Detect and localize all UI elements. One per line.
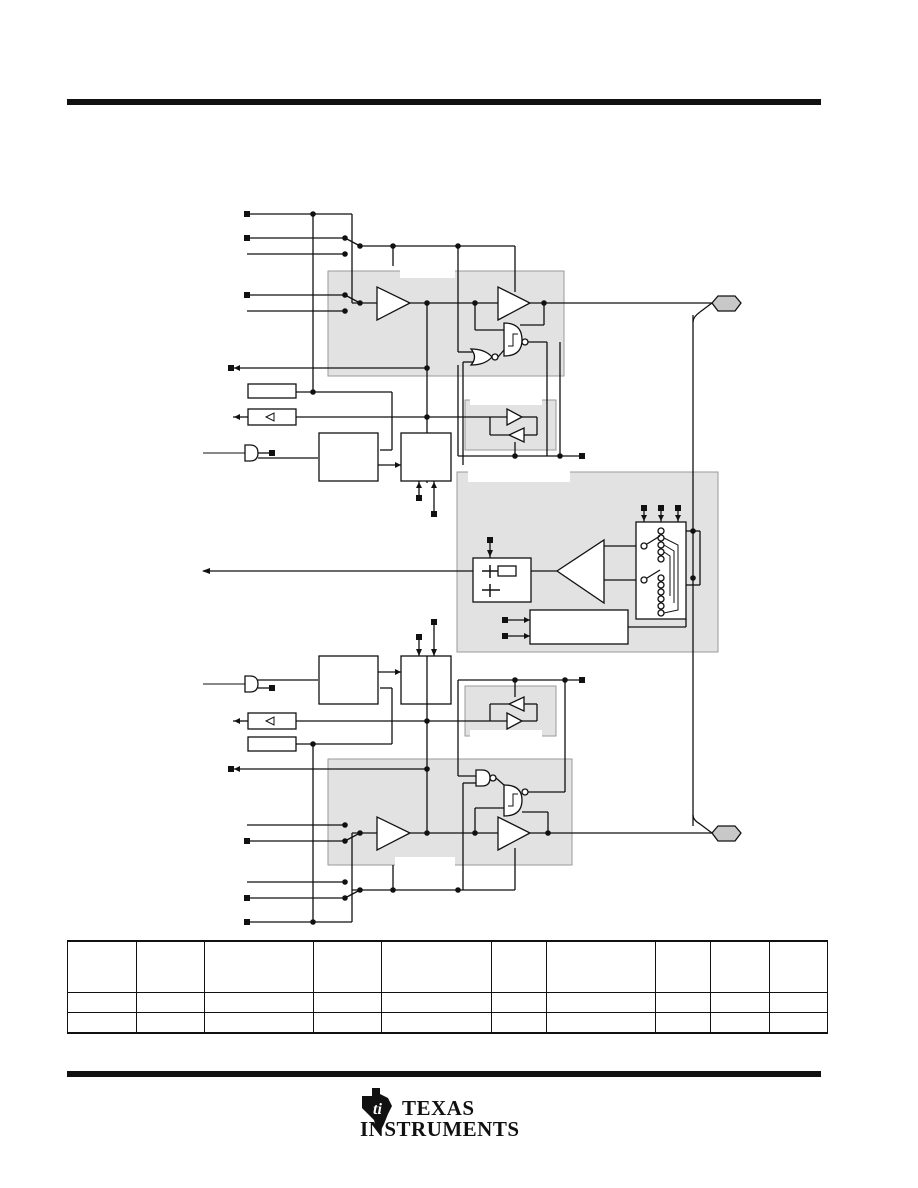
adc-block	[202, 315, 701, 826]
pin-table	[67, 940, 828, 1034]
header-rule	[67, 99, 821, 105]
adc-control-register	[529, 609, 629, 645]
table-cell	[655, 992, 711, 1013]
sample-hold-box	[472, 557, 532, 603]
brand-texas: Texas	[402, 1096, 475, 1120]
table-cell	[769, 992, 828, 1013]
table-cell	[491, 992, 547, 1013]
table-cell	[381, 992, 492, 1013]
table-cell	[491, 1012, 547, 1034]
upper-loopback-region	[464, 399, 557, 451]
upper-control-block-a	[318, 432, 379, 482]
table-cell	[546, 1012, 656, 1034]
table-cell	[769, 940, 828, 993]
upper-driver-region	[327, 270, 565, 377]
footer-rule	[67, 1071, 821, 1077]
lower-loopback-region	[464, 685, 557, 737]
lower-output-driver	[497, 815, 532, 852]
lower-channel	[203, 622, 712, 923]
upper-and-gate	[244, 444, 259, 462]
table-cell	[655, 940, 711, 993]
lower-nand-gate	[475, 769, 491, 787]
block-diagram	[202, 211, 742, 925]
lower-input-buffer	[376, 815, 412, 852]
table-cell	[136, 940, 205, 993]
table-cell	[313, 940, 382, 993]
terminal-pins	[228, 211, 681, 925]
upper-nor-gate	[469, 348, 493, 366]
table-cell	[710, 1012, 770, 1034]
upper-output-driver	[497, 285, 532, 322]
table-cell	[313, 992, 382, 1013]
svg-text:ti: ti	[373, 1101, 382, 1118]
table-cell	[769, 1012, 828, 1034]
upper-control-block-b	[400, 432, 452, 482]
table-cell	[204, 940, 314, 993]
lower-bus-connector	[711, 825, 742, 842]
adc-amplifier	[555, 538, 605, 605]
junction-dots	[310, 211, 696, 925]
brand-instruments: Instruments	[360, 1117, 520, 1141]
table-cell	[546, 940, 656, 993]
upper-input-buffer	[376, 285, 412, 322]
table-cell	[546, 992, 656, 1013]
table-cell	[381, 1012, 492, 1034]
lower-and-gate	[244, 675, 259, 693]
table-row	[67, 992, 828, 1013]
upper-bus-connector	[711, 295, 742, 312]
table-cell	[67, 940, 137, 993]
table-cell	[655, 1012, 711, 1034]
lower-control-block-b	[400, 655, 452, 705]
upper-channel	[203, 213, 712, 514]
table-cell	[710, 940, 770, 993]
upper-latch-box	[247, 408, 297, 426]
table-cell	[313, 1012, 382, 1034]
lower-control-block-a	[318, 655, 379, 705]
bus-connectors	[692, 295, 742, 842]
table-cell	[491, 940, 547, 993]
table-header-row	[67, 940, 828, 993]
table-cell	[136, 992, 205, 1013]
shade-gaps	[395, 268, 570, 867]
table-cell	[710, 992, 770, 1013]
table-cell	[204, 1012, 314, 1034]
table-cell	[204, 992, 314, 1013]
ti-logo-icon: ti	[362, 1088, 392, 1132]
table-row	[67, 1012, 828, 1034]
lower-latch-box	[247, 712, 297, 730]
table-cell	[67, 1012, 137, 1034]
table-cell	[381, 940, 492, 993]
table-cell	[67, 992, 137, 1013]
table-cell	[136, 1012, 205, 1034]
